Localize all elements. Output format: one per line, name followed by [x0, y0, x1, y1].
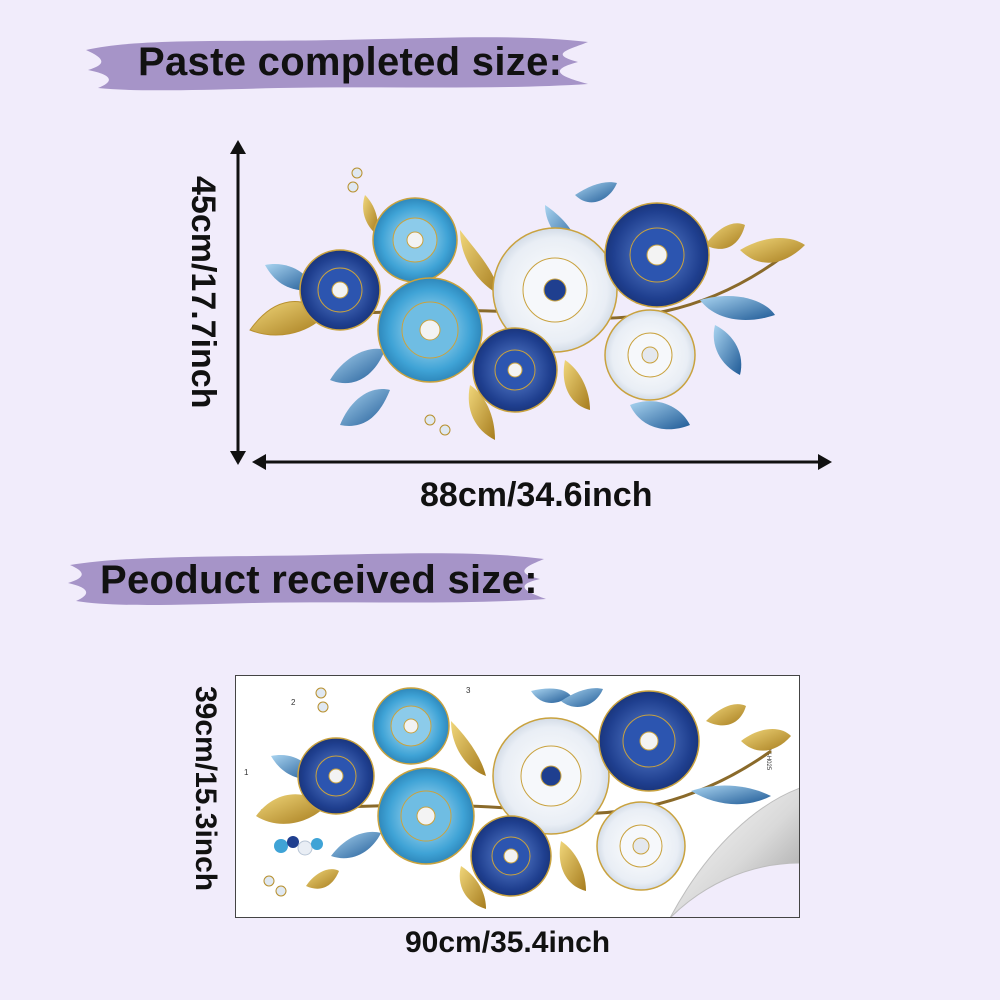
completed-size-heading: Paste completed size:	[138, 40, 563, 84]
heading-brush-stroke	[62, 545, 552, 611]
flower-bouquet-icon	[249, 167, 805, 440]
part-number: 2	[291, 698, 296, 707]
received-width-label: 90cm/35.4inch	[405, 926, 611, 959]
received-height-label: 39cm/15.3inch	[189, 686, 222, 892]
completed-width-label: 88cm/34.6inch	[420, 476, 653, 514]
received-size-heading: Peoduct received size:	[100, 558, 538, 602]
flower-bouquet-icon	[256, 687, 791, 909]
part-number: 3	[466, 686, 471, 695]
double-arrow-horizontal-icon	[252, 454, 832, 470]
double-arrow-vertical-icon	[230, 140, 246, 465]
sticker-sheet: 2 3 1 HY-H025	[235, 675, 800, 918]
heading-brush-stroke	[78, 28, 598, 98]
part-number: 1	[244, 768, 249, 777]
completed-height-label: 45cm/17.7inch	[184, 176, 222, 409]
page-curl-icon	[669, 787, 799, 917]
